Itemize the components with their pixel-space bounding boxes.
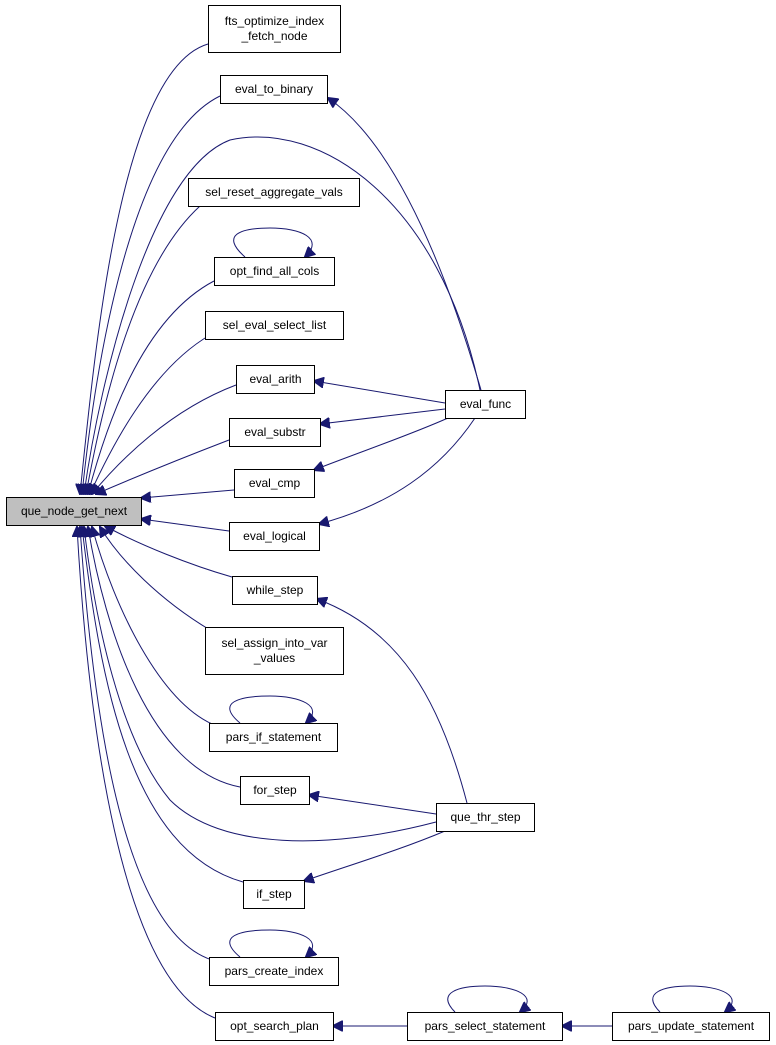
node-label: eval_arith [249, 372, 301, 386]
edge-pars_if_statement-to-pars_if_statement [229, 695, 313, 723]
node-box[interactable] [612, 1012, 770, 1041]
node-eval_logical[interactable]: eval_logical [229, 522, 320, 551]
node-box[interactable] [445, 390, 526, 419]
edge-pars_select_statement-to-pars_select_statement [447, 985, 527, 1012]
node-label: fts_optimize_index [225, 14, 324, 28]
node-que_thr_step[interactable]: que_thr_step [436, 803, 535, 832]
edge-que_thr_step-to-que_node_get_next [84, 527, 437, 842]
edge-que_thr_step-to-while_step [317, 599, 468, 804]
node-label: eval_func [460, 397, 511, 411]
node-eval_cmp[interactable]: eval_cmp [234, 469, 315, 498]
node-fts_optimize_index_fetch_node[interactable]: fts_optimize_index_fetch_node [208, 5, 341, 53]
node-label: eval_cmp [249, 476, 301, 490]
edge-eval_func-to-eval_cmp [314, 417, 449, 470]
node-sel_assign_into_var_values[interactable]: sel_assign_into_var_values [205, 627, 344, 675]
node-box[interactable] [229, 418, 321, 447]
node-label: eval_to_binary [235, 82, 313, 96]
node-box[interactable] [214, 257, 335, 286]
edge-eval_func-to-que_node_get_next [84, 136, 481, 494]
node-box[interactable] [220, 75, 328, 104]
node-while_step[interactable]: while_step [232, 576, 318, 605]
node-label: pars_update_statement [628, 1019, 755, 1033]
node-box[interactable] [232, 576, 318, 605]
node-label: eval_logical [243, 529, 306, 543]
node-pars_update_statement[interactable]: pars_update_statement [612, 1012, 770, 1041]
edge-pars_create_index-to-pars_create_index [229, 929, 313, 957]
node-eval_arith[interactable]: eval_arith [236, 365, 315, 394]
node-box[interactable] [240, 776, 310, 805]
node-label: for_step [253, 783, 297, 797]
edge-pars_if_statement-to-que_node_get_next [92, 527, 213, 725]
node-pars_if_statement[interactable]: pars_if_statement [209, 723, 338, 752]
edge-que_thr_step-to-for_step [309, 795, 437, 815]
node-label: sel_reset_aggregate_vals [205, 185, 342, 199]
node-for_step[interactable]: for_step [240, 776, 310, 805]
node-que_node_get_next[interactable]: que_node_get_next [6, 497, 142, 526]
node-label: if_step [256, 887, 292, 901]
edge-sel_reset_aggregate_vals-to-que_node_get_next [86, 205, 201, 494]
node-label: _fetch_node [240, 29, 307, 43]
edge-pars_create_index-to-que_node_get_next [80, 527, 213, 961]
node-box[interactable] [436, 803, 535, 832]
nodes-layer: que_node_get_next fts_optimize_index_fetc… [6, 5, 770, 1041]
node-box[interactable] [407, 1012, 563, 1041]
node-pars_select_statement[interactable]: pars_select_statement [407, 1012, 563, 1041]
node-label: eval_substr [244, 425, 305, 439]
node-label: pars_if_statement [226, 730, 322, 744]
edge-while_step-to-que_node_get_next [105, 526, 233, 578]
node-box[interactable] [209, 723, 338, 752]
node-box[interactable] [215, 1012, 334, 1041]
edge-eval_func-to-eval_arith [314, 381, 446, 404]
node-box[interactable] [229, 522, 320, 551]
edge-eval_to_binary-to-que_node_get_next [82, 95, 221, 494]
node-eval_to_binary[interactable]: eval_to_binary [220, 75, 328, 104]
node-opt_search_plan[interactable]: opt_search_plan [215, 1012, 334, 1041]
node-label: while_step [246, 583, 304, 597]
edge-opt_search_plan-to-que_node_get_next [77, 527, 216, 1019]
edge-for_step-to-que_node_get_next [88, 527, 241, 788]
node-label: _values [253, 651, 295, 665]
edge-sel_assign_into_var_values-to-que_node_get_next [100, 527, 211, 631]
node-sel_eval_select_list[interactable]: sel_eval_select_list [205, 311, 344, 340]
node-opt_find_all_cols[interactable]: opt_find_all_cols [214, 257, 335, 286]
node-pars_create_index[interactable]: pars_create_index [209, 957, 339, 986]
edge-opt_find_all_cols-to-que_node_get_next [88, 280, 215, 494]
node-label: que_node_get_next [21, 504, 128, 518]
edge-eval_arith-to-que_node_get_next [92, 384, 237, 494]
node-box[interactable] [209, 957, 339, 986]
edge-eval_func-to-eval_substr [320, 408, 446, 424]
node-label: que_thr_step [450, 810, 520, 824]
node-eval_substr[interactable]: eval_substr [229, 418, 321, 447]
edge-eval_cmp-to-que_node_get_next [141, 489, 235, 498]
edge-eval_func-to-eval_logical [319, 417, 476, 524]
node-if_step[interactable]: if_step [243, 880, 305, 909]
node-box[interactable] [205, 311, 344, 340]
node-box[interactable] [234, 469, 315, 498]
node-box[interactable] [205, 627, 344, 675]
node-label: opt_search_plan [230, 1019, 319, 1033]
node-box[interactable] [188, 178, 360, 207]
edge-pars_update_statement-to-pars_update_statement [652, 985, 732, 1012]
edge-sel_eval_select_list-to-que_node_get_next [90, 334, 211, 494]
edges-layer [77, 43, 732, 1026]
edge-que_thr_step-to-if_step [304, 830, 446, 881]
node-eval_func[interactable]: eval_func [445, 390, 526, 419]
node-label: sel_eval_select_list [223, 318, 327, 332]
node-label: sel_assign_into_var [221, 636, 327, 650]
edge-opt_find_all_cols-to-opt_find_all_cols [233, 227, 313, 257]
edge-eval_logical-to-que_node_get_next [141, 519, 230, 532]
edge-if_step-to-que_node_get_next [82, 527, 244, 883]
node-box[interactable] [243, 880, 305, 909]
node-label: pars_select_statement [425, 1019, 546, 1033]
node-label: pars_create_index [225, 964, 324, 978]
node-label: opt_find_all_cols [230, 264, 319, 278]
edge-eval_func-to-eval_to_binary [328, 98, 482, 391]
edge-fts_optimize_index_fetch_node-to-que_node_get_next [80, 43, 209, 494]
node-box[interactable] [208, 5, 341, 53]
node-sel_reset_aggregate_vals[interactable]: sel_reset_aggregate_vals [188, 178, 360, 207]
node-box[interactable] [6, 497, 142, 526]
node-box[interactable] [236, 365, 315, 394]
edge-eval_substr-to-que_node_get_next [96, 439, 230, 494]
